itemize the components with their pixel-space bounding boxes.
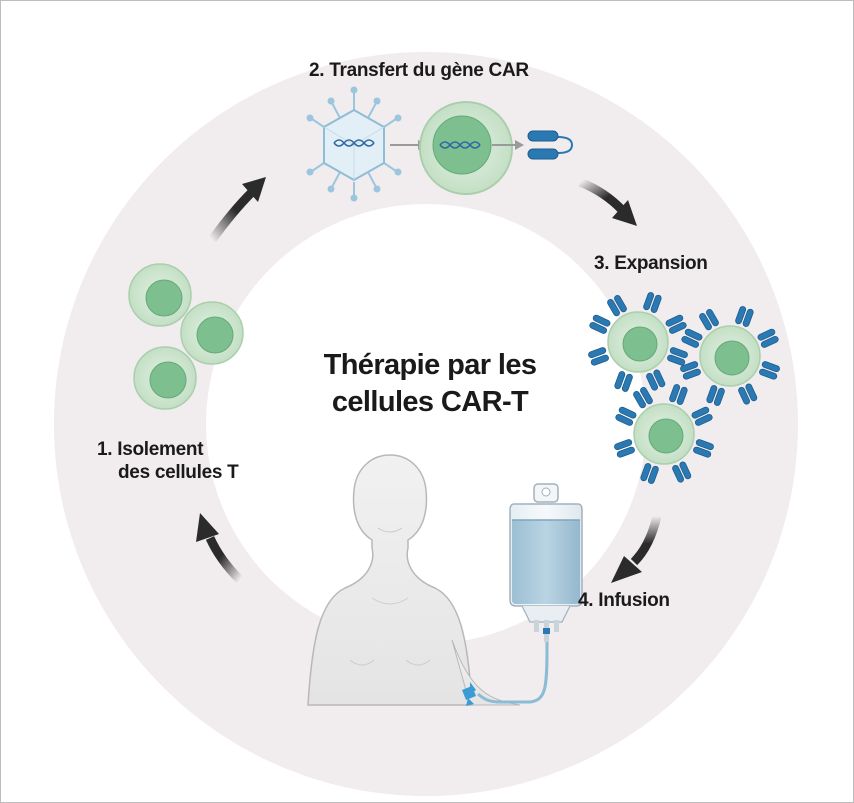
car-receptor-icon [640, 463, 659, 484]
car-receptor-icon [588, 347, 609, 366]
t-cell [133, 346, 197, 410]
cycle-arrow-3-to-4 [611, 514, 662, 583]
car-receptor-icon [615, 406, 637, 426]
car-t-cell [588, 292, 688, 392]
step-2-label: 2. Transfert du gène CAR [309, 60, 529, 81]
step-4-label: 4. Infusion [578, 590, 670, 611]
step-1-label-line2: des cellules T [118, 462, 239, 483]
process-ring [53, 52, 798, 797]
t-cell [180, 301, 244, 365]
t-cell [128, 263, 192, 327]
car-receptor-icon [607, 295, 627, 317]
dna-icon [439, 141, 481, 149]
iv-bag-icon [462, 483, 583, 706]
car-receptor-icon [633, 387, 653, 409]
step-1-label-line1: 1. Isolement [97, 439, 204, 460]
car-receptor-icon [693, 439, 714, 458]
cycle-arrow-2-to-3 [578, 177, 637, 226]
car-receptor-icon [757, 328, 779, 348]
cycle-arrow-1-to-2 [208, 177, 266, 243]
car-receptor-icon [589, 314, 611, 334]
car-receptor-icon [614, 371, 633, 392]
step-3-label: 3. Expansion [594, 253, 708, 274]
cycle-arrow-4-to-1 [196, 513, 244, 584]
car-receptor-icon [665, 314, 687, 334]
car-receptor-icon [680, 361, 701, 380]
car-receptor-icon [643, 292, 662, 313]
iv-tube [477, 642, 549, 704]
car-receptor-icon [527, 130, 574, 160]
iv-fluid [512, 520, 580, 604]
car-receptor-icon [699, 309, 719, 331]
viral-vector-icon [306, 86, 402, 202]
diagram-title: Thérapie par les cellules CAR-T [280, 347, 580, 421]
catheter-icon [462, 682, 476, 706]
car-receptor-icon [646, 369, 666, 391]
car-receptor-icon [667, 347, 688, 366]
car-receptor-icon [614, 439, 635, 458]
dna-icon [333, 139, 375, 147]
title-line-1: Thérapie par les [323, 349, 537, 381]
car-receptor-icon [681, 328, 703, 348]
car-receptor-icon [669, 384, 688, 405]
modified-t-cell [419, 101, 513, 195]
car-receptor-icon [672, 461, 692, 483]
car-receptor-icon [759, 361, 780, 380]
car-receptor-icon [691, 406, 713, 426]
title-line-2: cellules CAR-T [331, 386, 529, 418]
car-t-cell [614, 384, 714, 484]
car-t-cells-group [588, 292, 780, 484]
car-t-cell [680, 306, 780, 406]
car-receptor-icon [706, 385, 725, 406]
car-receptor-icon [735, 306, 754, 327]
car-receptor-icon [738, 383, 758, 405]
t-cells-group [128, 263, 244, 410]
